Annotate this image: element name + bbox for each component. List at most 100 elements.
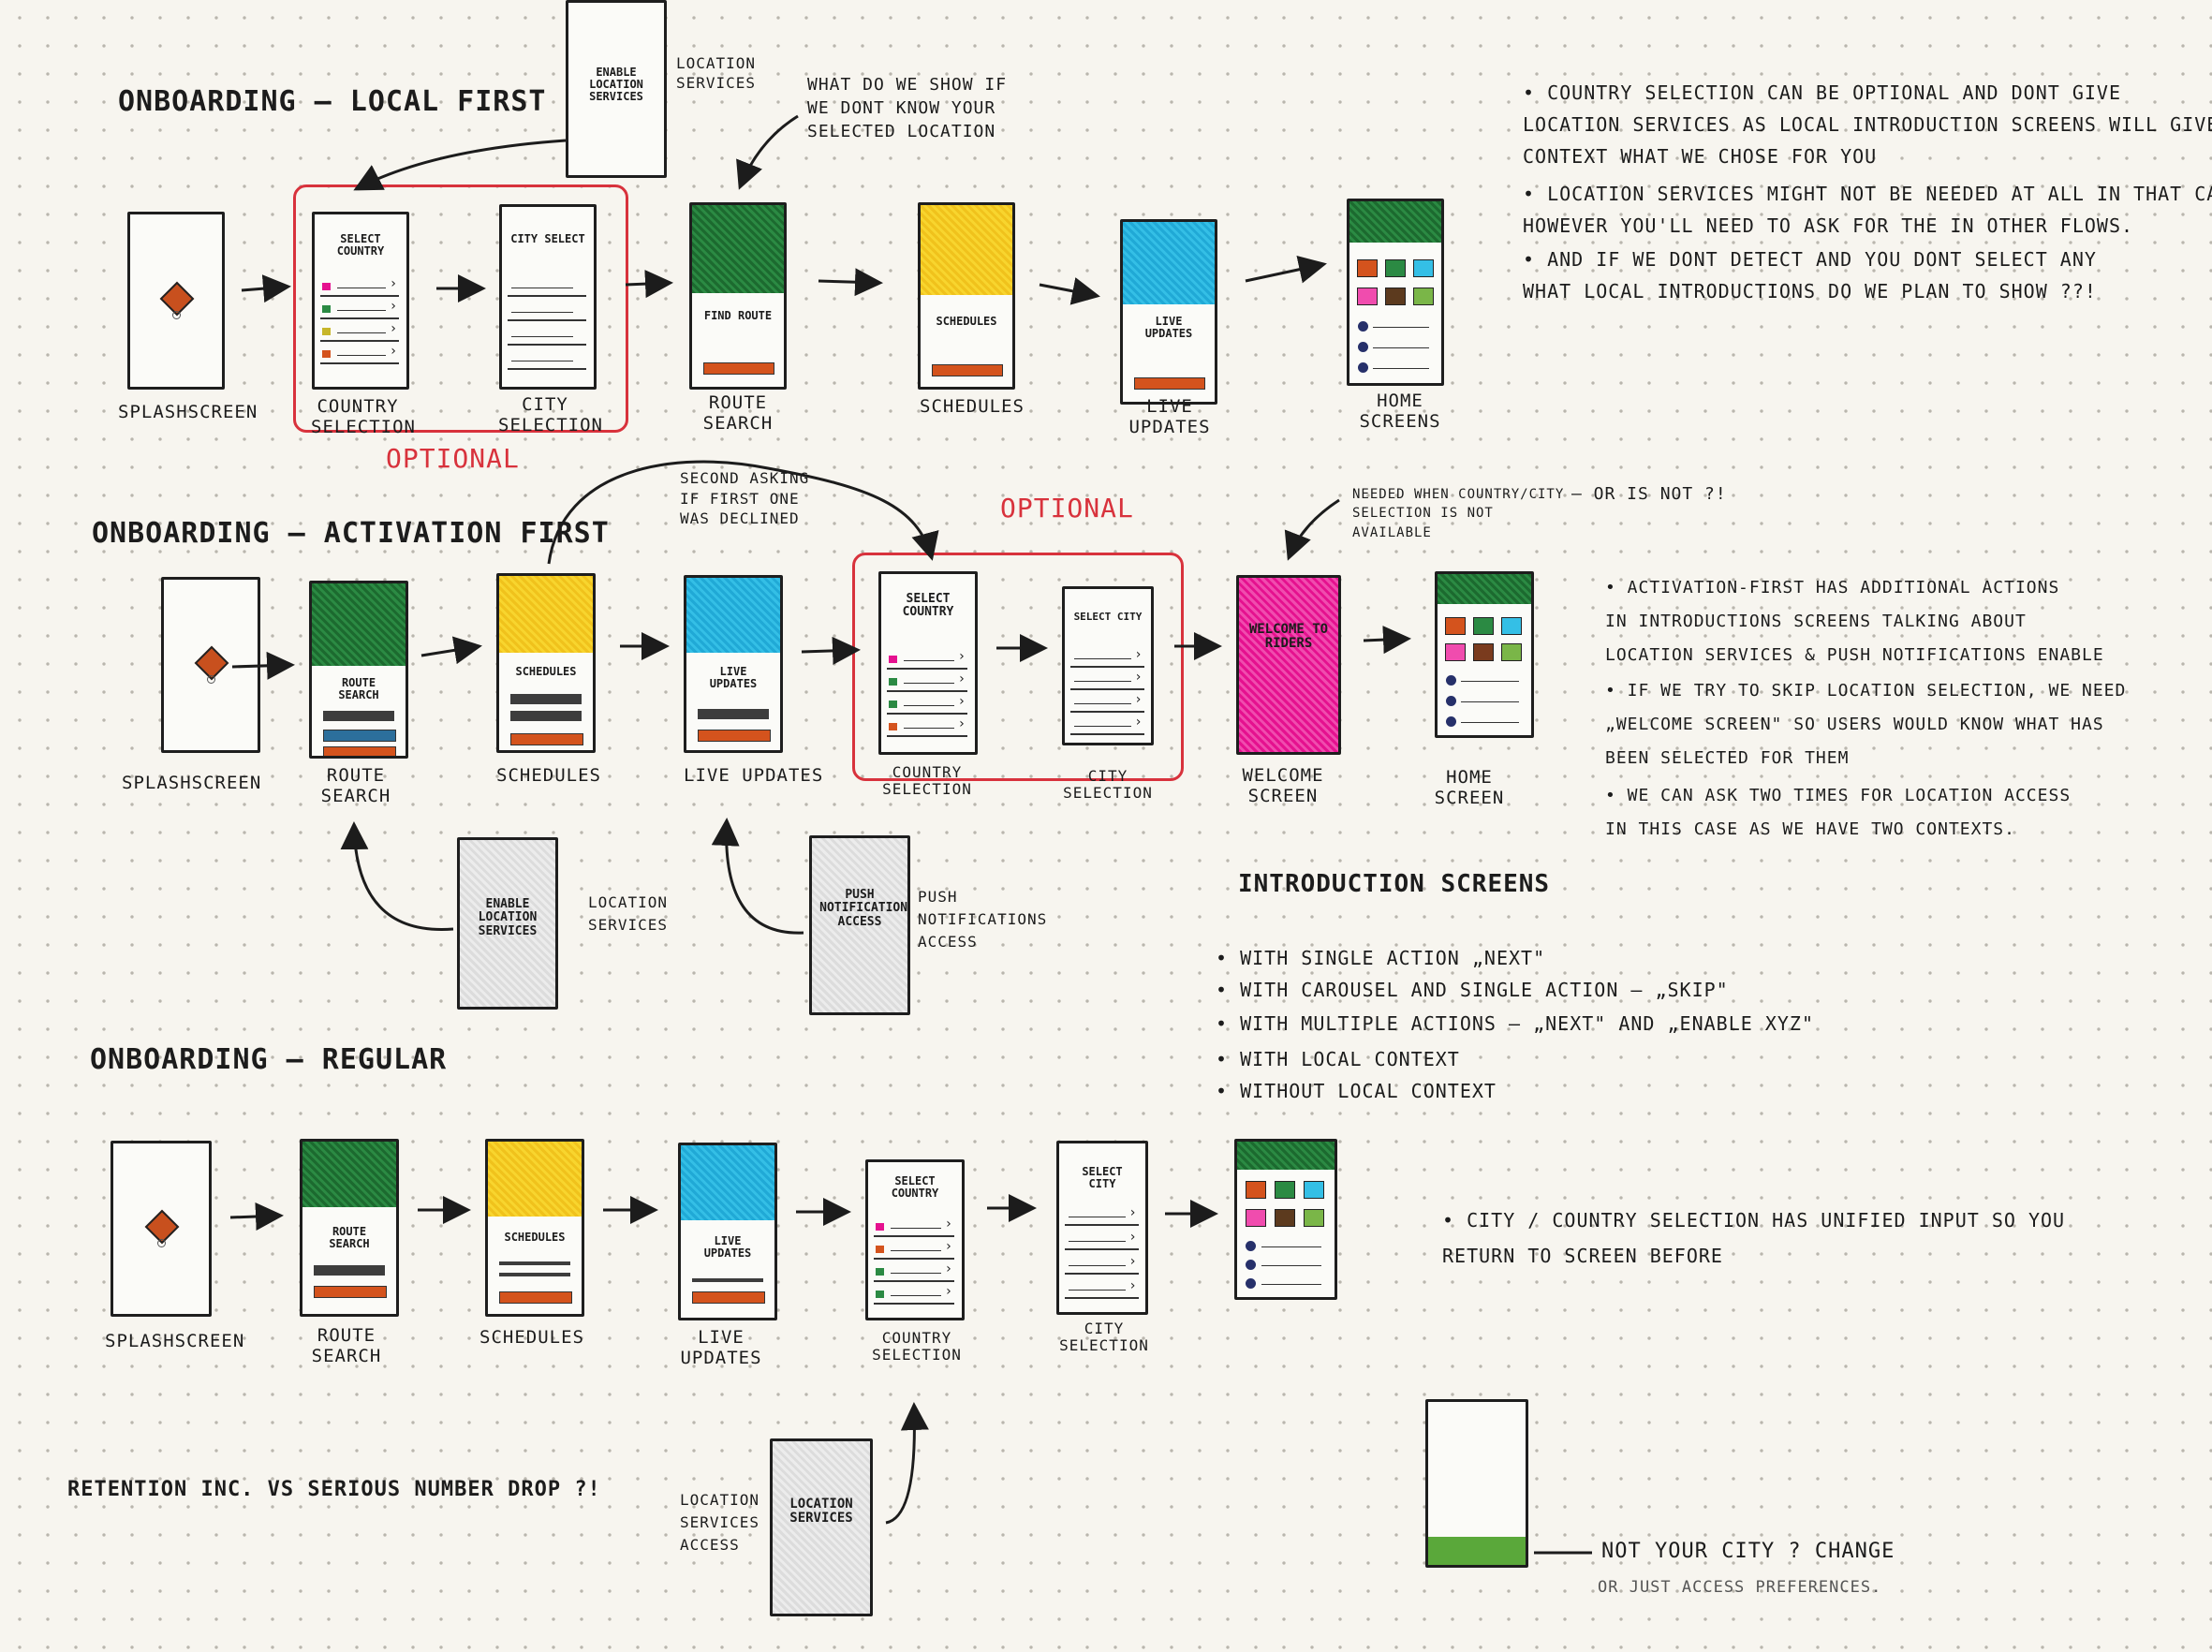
note-line: HOWEVER YOU'LL NEED TO ASK FOR THE IN OT… xyxy=(1523,214,2134,237)
city-selection-screen: CITY SELECT xyxy=(499,204,597,390)
push-notification-screen: PUSH NOTIFICATION ACCESS xyxy=(809,835,910,1015)
note-line: LOCATION SERVICES & PUSH NOTIFICATIONS E… xyxy=(1605,645,2104,665)
section-title-local-first: ONBOARDING — LOCAL FIRST xyxy=(118,85,547,118)
green-header xyxy=(312,583,406,666)
city-selection-screen: SELECT CITY › › › › xyxy=(1056,1141,1148,1315)
list-item xyxy=(507,280,587,297)
flow-arrow xyxy=(625,270,673,299)
screen-text: WELCOME TO RIDERS xyxy=(1248,622,1329,652)
list-item: › xyxy=(1064,1230,1139,1250)
list-item: › xyxy=(1064,1278,1139,1299)
list-item: › xyxy=(1064,1254,1139,1275)
label-city-selection: CITY SELECTION xyxy=(498,394,603,435)
optional-label: OPTIONAL xyxy=(386,443,520,474)
list-item xyxy=(507,304,587,321)
flow-arrow xyxy=(1363,626,1411,655)
label-city-selection: CITY SELECTION xyxy=(1059,1320,1149,1355)
screen-text: ROUTE SEARCH xyxy=(329,1225,370,1251)
note-line: „WELCOME SCREEN" SO USERS WOULD KNOW WHA… xyxy=(1605,715,2104,734)
home-screen xyxy=(1347,199,1444,386)
splash-screen xyxy=(161,577,260,753)
note-line: • AND IF WE DONT DETECT AND YOU DONT SEL… xyxy=(1523,248,2097,271)
label-city-selection: CITY SELECTION xyxy=(1063,767,1153,803)
not-your-city-screen xyxy=(1425,1399,1528,1568)
label-live-updates: LIVE UPDATES xyxy=(1128,396,1211,437)
label-splashscreen: SPLASHSCREEN xyxy=(118,402,258,422)
label-live-updates: LIVE UPDATES xyxy=(680,1327,762,1368)
list-item: › xyxy=(1069,647,1144,668)
list-item: › xyxy=(874,1239,954,1260)
optional-label: OPTIONAL xyxy=(1000,493,1134,524)
flow-arrow xyxy=(1039,277,1100,305)
screen-text: SELECT CITY xyxy=(1073,611,1143,623)
flow-arrow xyxy=(736,114,799,190)
flow-arrow xyxy=(241,274,291,303)
label-schedules: SCHEDULES xyxy=(920,396,1025,417)
note-line: • LOCATION SERVICES MIGHT NOT BE NEEDED … xyxy=(1523,183,2212,205)
blue-header xyxy=(686,578,780,653)
schedules-screen: SCHEDULES xyxy=(918,202,1015,390)
country-selection-screen: SELECT COUNTRY › › › › xyxy=(878,571,978,755)
list-item: › xyxy=(319,344,400,364)
flow-arrow xyxy=(229,1202,284,1231)
list-item xyxy=(507,329,587,346)
label-splashscreen: SPLASHSCREEN xyxy=(122,773,262,793)
screen-text: PUSH NOTIFICATION ACCESS xyxy=(819,888,908,929)
flow-arrow xyxy=(420,636,482,665)
annotation-retention: RETENTION INC. VS SERIOUS NUMBER DROP ?! xyxy=(67,1478,601,1501)
screen-text: SELECT CITY xyxy=(1082,1165,1123,1191)
flow-arrow xyxy=(818,268,883,297)
label-live-updates: LIVE UPDATES xyxy=(684,765,824,786)
flow-arrow xyxy=(801,636,861,665)
list-item xyxy=(507,353,587,370)
schedules-screen: SCHEDULES xyxy=(485,1139,584,1317)
list-item: › xyxy=(887,694,967,715)
loading-dot-icon xyxy=(207,674,215,684)
label-country-selection: COUNTRY SELECTION xyxy=(882,763,972,799)
list-item: › xyxy=(319,321,400,342)
live-updates-screen: LIVE UPDATES xyxy=(1120,219,1217,405)
location-services-screen: LOCATION SERVICES xyxy=(770,1438,873,1616)
intro-item: • WITH LOCAL CONTEXT xyxy=(1216,1048,1460,1070)
list-item: › xyxy=(319,276,400,297)
yellow-header xyxy=(488,1142,582,1217)
list-item: › xyxy=(887,649,967,670)
intro-title: INTRODUCTION SCREENS xyxy=(1238,870,1551,898)
label-home-screens: HOME SCREENS xyxy=(1359,391,1441,432)
section-title-regular: ONBOARDING — REGULAR xyxy=(90,1043,448,1076)
location-services-label: LOCATION SERVICES xyxy=(588,893,669,934)
screen-text: LOCATION SERVICES xyxy=(789,1497,853,1527)
location-services-access-label: LOCATION SERVICES ACCESS xyxy=(680,1491,760,1554)
list-item: › xyxy=(1069,715,1144,735)
annotation-what-show: WHAT DO WE SHOW IF WE DONT KNOW YOUR SEL… xyxy=(807,75,1008,142)
green-header xyxy=(1237,1142,1335,1170)
home-screen xyxy=(1234,1139,1337,1300)
location-services-label: LOCATION SERVICES xyxy=(676,54,757,92)
action-bar xyxy=(702,362,775,375)
label-home-screen: HOME SCREEN xyxy=(1434,767,1505,808)
list-item: › xyxy=(1069,670,1144,690)
note-line: • ACTIVATION-FIRST HAS ADDITIONAL ACTION… xyxy=(1605,578,2060,597)
flow-arrow xyxy=(340,821,454,931)
screen-text: SELECT COUNTRY xyxy=(336,232,385,258)
green-header xyxy=(692,205,784,293)
flow-arrow xyxy=(1245,255,1327,284)
label-route-search: ROUTE SEARCH xyxy=(320,765,391,806)
schedules-screen: SCHEDULES xyxy=(496,573,596,753)
flow-arrow xyxy=(885,1402,929,1525)
label-country-selection: COUNTRY SELECTION xyxy=(872,1329,962,1364)
note-line: • COUNTRY SELECTION CAN BE OPTIONAL AND … xyxy=(1523,81,2122,104)
intro-item: • WITHOUT LOCAL CONTEXT xyxy=(1216,1080,1497,1102)
blue-header xyxy=(681,1145,774,1220)
list-item: › xyxy=(874,1261,954,1282)
label-route-search: ROUTE SEARCH xyxy=(311,1325,382,1366)
annotation-not-your-city: NOT YOUR CITY ? CHANGE xyxy=(1601,1540,1895,1563)
loading-dot-icon xyxy=(172,311,181,320)
green-footer-banner xyxy=(1428,1537,1526,1565)
note-line: • WE CAN ASK TWO TIMES FOR LOCATION ACCE… xyxy=(1605,786,2072,805)
route-search-screen: FIND ROUTE xyxy=(689,202,787,390)
label-welcome-screen: WELCOME SCREEN xyxy=(1242,765,1324,806)
note-line: BEEN SELECTED FOR THEM xyxy=(1605,748,1850,768)
note-line: IN INTRODUCTIONS SCREENS TALKING ABOUT xyxy=(1605,612,2027,631)
enable-location-screen: ENABLE LOCATION SERVICES xyxy=(457,837,558,1010)
